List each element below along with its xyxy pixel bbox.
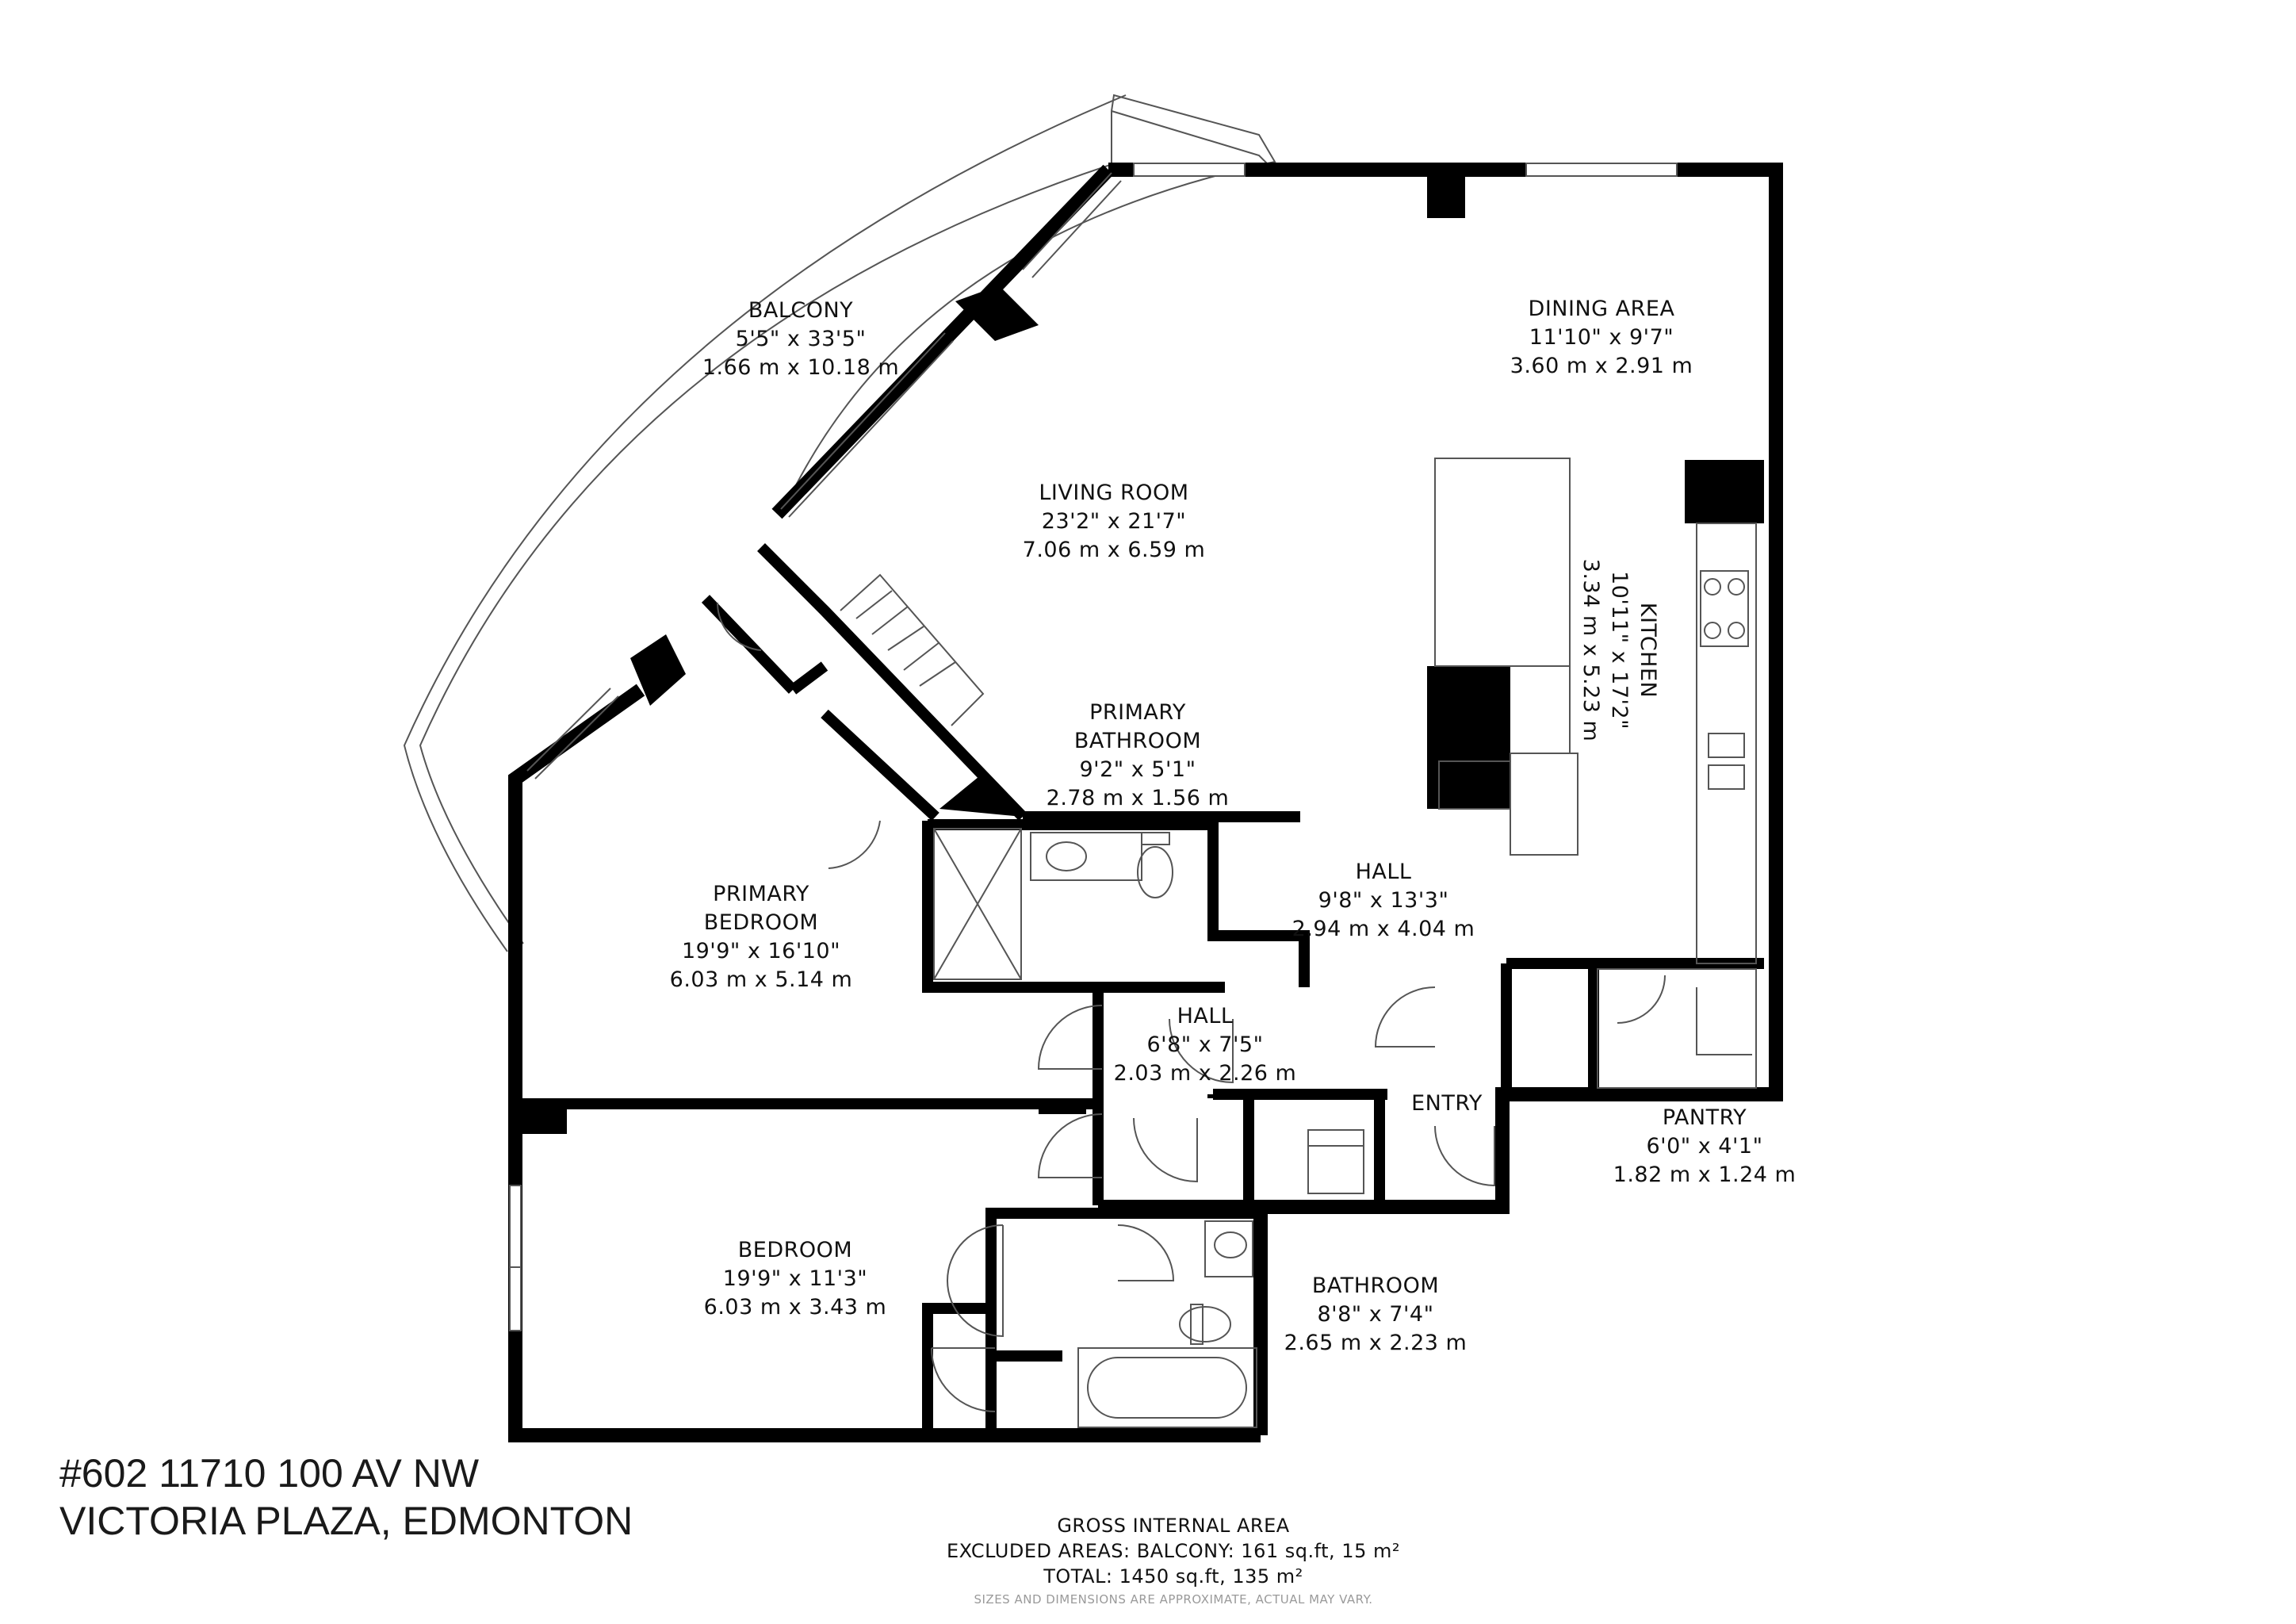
- svg-text:23'2" x 21'7": 23'2" x 21'7": [1042, 509, 1186, 534]
- svg-text:DINING AREA: DINING AREA: [1529, 297, 1675, 321]
- svg-text:BEDROOM: BEDROOM: [738, 1238, 852, 1262]
- room-label-bathroom: BATHROOM 8'8" x 7'4" 2.65 m x 2.23 m: [1284, 1274, 1468, 1355]
- window-panes: [509, 163, 1678, 1331]
- svg-text:3.34 m x 5.23 m: 3.34 m x 5.23 m: [1578, 559, 1603, 742]
- svg-text:19'9" x 11'3": 19'9" x 11'3": [723, 1266, 867, 1291]
- svg-text:6'0" x 4'1": 6'0" x 4'1": [1646, 1134, 1762, 1159]
- svg-text:9'2" x 5'1": 9'2" x 5'1": [1079, 757, 1196, 782]
- room-label-bedroom: BEDROOM 19'9" x 11'3" 6.03 m x 3.43 m: [704, 1238, 887, 1320]
- svg-text:SIZES AND DIMENSIONS ARE APPRO: SIZES AND DIMENSIONS ARE APPROXIMATE, AC…: [974, 1592, 1372, 1607]
- room-label-entry: ENTRY: [1411, 1091, 1483, 1116]
- room-label-primary-bedroom: PRIMARY BEDROOM 19'9" x 16'10" 6.03 m x …: [670, 882, 853, 992]
- svg-text:8'8" x 7'4": 8'8" x 7'4": [1317, 1302, 1433, 1327]
- svg-text:3.60 m x 2.91 m: 3.60 m x 2.91 m: [1510, 354, 1693, 378]
- svg-text:1.82 m x 1.24 m: 1.82 m x 1.24 m: [1613, 1162, 1797, 1187]
- svg-text:BEDROOM: BEDROOM: [704, 910, 818, 935]
- svg-text:ENTRY: ENTRY: [1411, 1091, 1483, 1116]
- room-label-dining-area: DINING AREA 11'10" x 9'7" 3.60 m x 2.91 …: [1510, 297, 1693, 378]
- svg-text:PRIMARY: PRIMARY: [1089, 700, 1186, 725]
- room-label-living-room: LIVING ROOM 23'2" x 21'7" 7.06 m x 6.59 …: [1023, 481, 1206, 562]
- svg-text:5'5" x 33'5": 5'5" x 33'5": [736, 327, 867, 351]
- svg-text:LIVING ROOM: LIVING ROOM: [1039, 481, 1188, 505]
- svg-text:6'8" x 7'5": 6'8" x 7'5": [1146, 1032, 1263, 1057]
- closet-hatch: [840, 573, 985, 726]
- room-label-pantry: PANTRY 6'0" x 4'1" 1.82 m x 1.24 m: [1613, 1105, 1797, 1187]
- svg-text:BATHROOM: BATHROOM: [1312, 1274, 1439, 1298]
- svg-text:TOTAL: 1450 sq.ft, 135 m²: TOTAL: 1450 sq.ft, 135 m²: [1043, 1565, 1303, 1588]
- svg-text:HALL: HALL: [1356, 860, 1412, 884]
- svg-text:BALCONY: BALCONY: [748, 298, 853, 323]
- room-label-primary-bathroom: PRIMARY BATHROOM 9'2" x 5'1" 2.78 m x 1.…: [1047, 700, 1230, 810]
- svg-text:2.94 m x 4.04 m: 2.94 m x 4.04 m: [1292, 917, 1475, 941]
- svg-text:PRIMARY: PRIMARY: [713, 882, 809, 906]
- svg-text:EXCLUDED AREAS: BALCONY: 161 s: EXCLUDED AREAS: BALCONY: 161 sq.ft, 15 m…: [947, 1540, 1400, 1562]
- svg-text:1.66 m x 10.18 m: 1.66 m x 10.18 m: [702, 355, 899, 380]
- svg-text:6.03 m x 3.43 m: 6.03 m x 3.43 m: [704, 1295, 887, 1320]
- property-address: #602 11710 100 AV NW VICTORIA PLAZA, EDM…: [59, 1451, 633, 1543]
- svg-text:6.03 m x 5.14 m: 6.03 m x 5.14 m: [670, 967, 853, 992]
- doors: [716, 602, 1752, 1412]
- room-label-hall-small: HALL 6'8" x 7'5" 2.03 m x 2.26 m: [1114, 1004, 1297, 1086]
- diagonal-windows: [526, 172, 1122, 779]
- svg-text:19'9" x 16'10": 19'9" x 16'10": [682, 939, 840, 963]
- svg-text:HALL: HALL: [1177, 1004, 1234, 1028]
- svg-text:VICTORIA PLAZA, EDMONTON: VICTORIA PLAZA, EDMONTON: [59, 1499, 633, 1543]
- svg-text:2.65 m x 2.23 m: 2.65 m x 2.23 m: [1284, 1331, 1468, 1355]
- svg-text:BATHROOM: BATHROOM: [1074, 729, 1201, 753]
- room-label-hall: HALL 9'8" x 13'3" 2.94 m x 4.04 m: [1292, 860, 1475, 941]
- svg-text:KITCHEN: KITCHEN: [1636, 603, 1660, 699]
- svg-text:2.78 m x 1.56 m: 2.78 m x 1.56 m: [1047, 786, 1230, 810]
- room-label-balcony: BALCONY 5'5" x 33'5" 1.66 m x 10.18 m: [702, 298, 899, 380]
- svg-text:GROSS INTERNAL AREA: GROSS INTERNAL AREA: [1057, 1515, 1289, 1537]
- svg-text:#602 11710 100 AV NW: #602 11710 100 AV NW: [59, 1451, 480, 1496]
- room-label-kitchen: KITCHEN 10'11" x 17'2" 3.34 m x 5.23 m: [1578, 559, 1660, 742]
- svg-text:11'10" x 9'7": 11'10" x 9'7": [1529, 325, 1674, 350]
- svg-text:10'11" x 17'2": 10'11" x 17'2": [1607, 571, 1632, 730]
- svg-text:9'8" x 13'3": 9'8" x 13'3": [1318, 888, 1449, 913]
- interior-walls: [515, 543, 1764, 1434]
- svg-text:PANTRY: PANTRY: [1663, 1105, 1747, 1130]
- svg-text:2.03 m x 2.26 m: 2.03 m x 2.26 m: [1114, 1061, 1297, 1086]
- area-summary: GROSS INTERNAL AREA EXCLUDED AREAS: BALC…: [947, 1515, 1400, 1607]
- svg-text:7.06 m x 6.59 m: 7.06 m x 6.59 m: [1023, 538, 1206, 562]
- fixtures: [933, 458, 1757, 1428]
